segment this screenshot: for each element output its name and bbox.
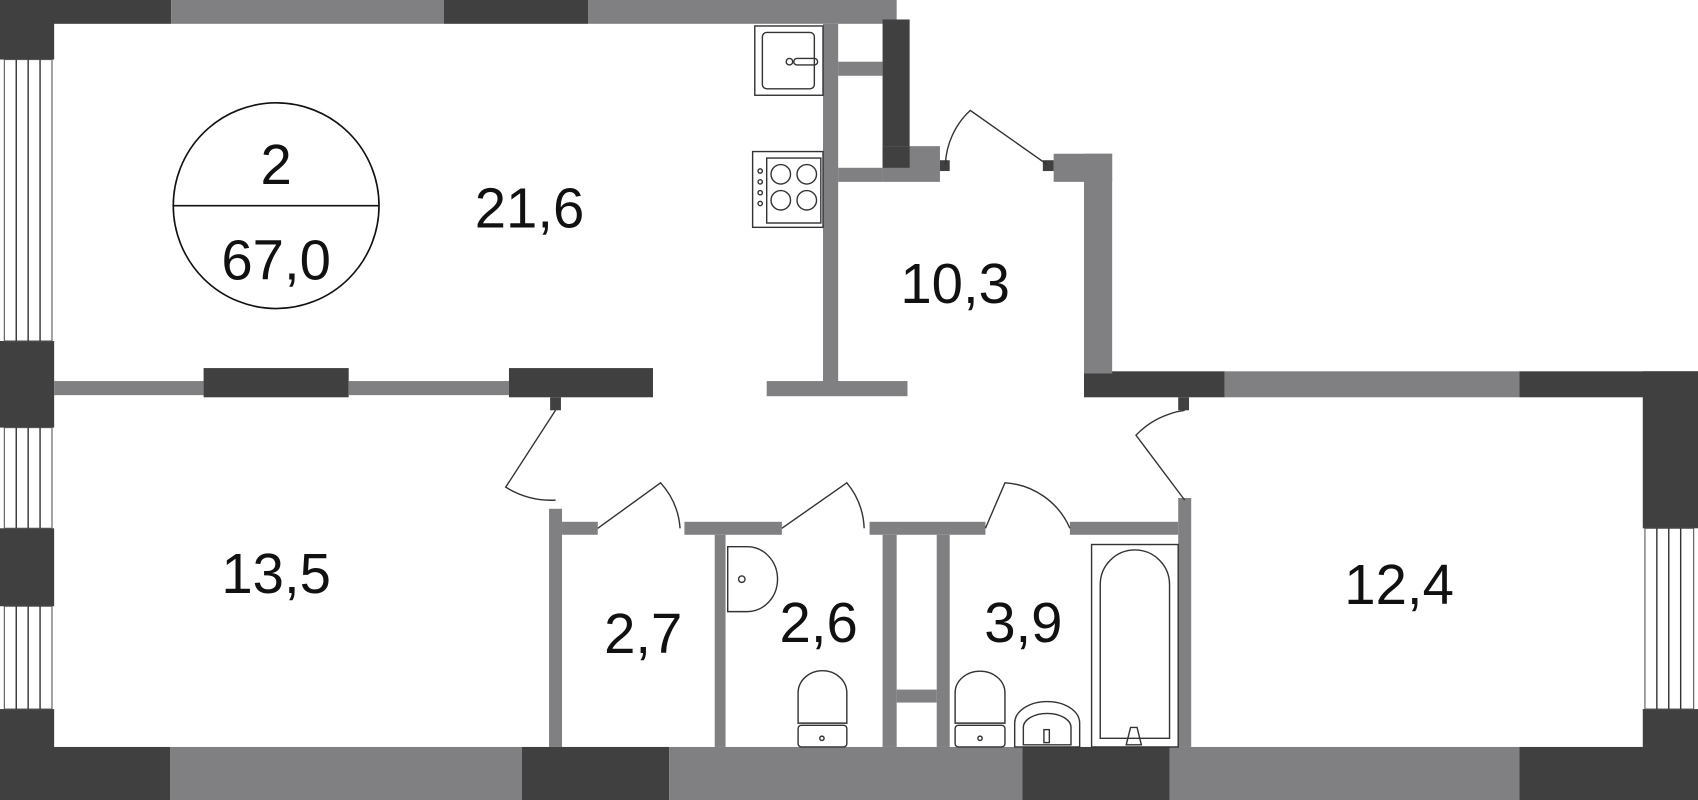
rooms-count: 2 bbox=[260, 133, 291, 196]
total-area: 67,0 bbox=[221, 228, 331, 291]
washbasin-icon bbox=[1013, 700, 1081, 748]
room-area-toilet: 2,6 bbox=[780, 591, 858, 654]
room-labels: 21,6 10,3 13,5 2,7 2,6 3,9 12,4 bbox=[221, 176, 1454, 664]
windows bbox=[3, 58, 1695, 710]
bathtub-icon bbox=[1090, 543, 1179, 748]
stove-icon bbox=[751, 150, 824, 229]
toilet-icon bbox=[797, 670, 848, 748]
kitchen-sink-icon bbox=[754, 25, 824, 96]
toilet-icon bbox=[954, 670, 1006, 748]
room-area-bedroom-right: 12,4 bbox=[1344, 553, 1454, 616]
room-area-bathroom: 3,9 bbox=[984, 591, 1062, 654]
room-area-kitchen-living: 21,6 bbox=[475, 176, 585, 239]
apartment-badge: 2 67,0 bbox=[172, 102, 380, 310]
doors bbox=[504, 109, 1186, 529]
washbasin-small-icon bbox=[727, 545, 779, 613]
fixtures bbox=[727, 25, 1179, 748]
room-area-hallway: 10,3 bbox=[900, 252, 1010, 315]
interior-walls bbox=[54, 23, 1192, 747]
room-area-storage: 2,7 bbox=[604, 602, 682, 665]
room-area-bedroom-left: 13,5 bbox=[221, 542, 331, 605]
